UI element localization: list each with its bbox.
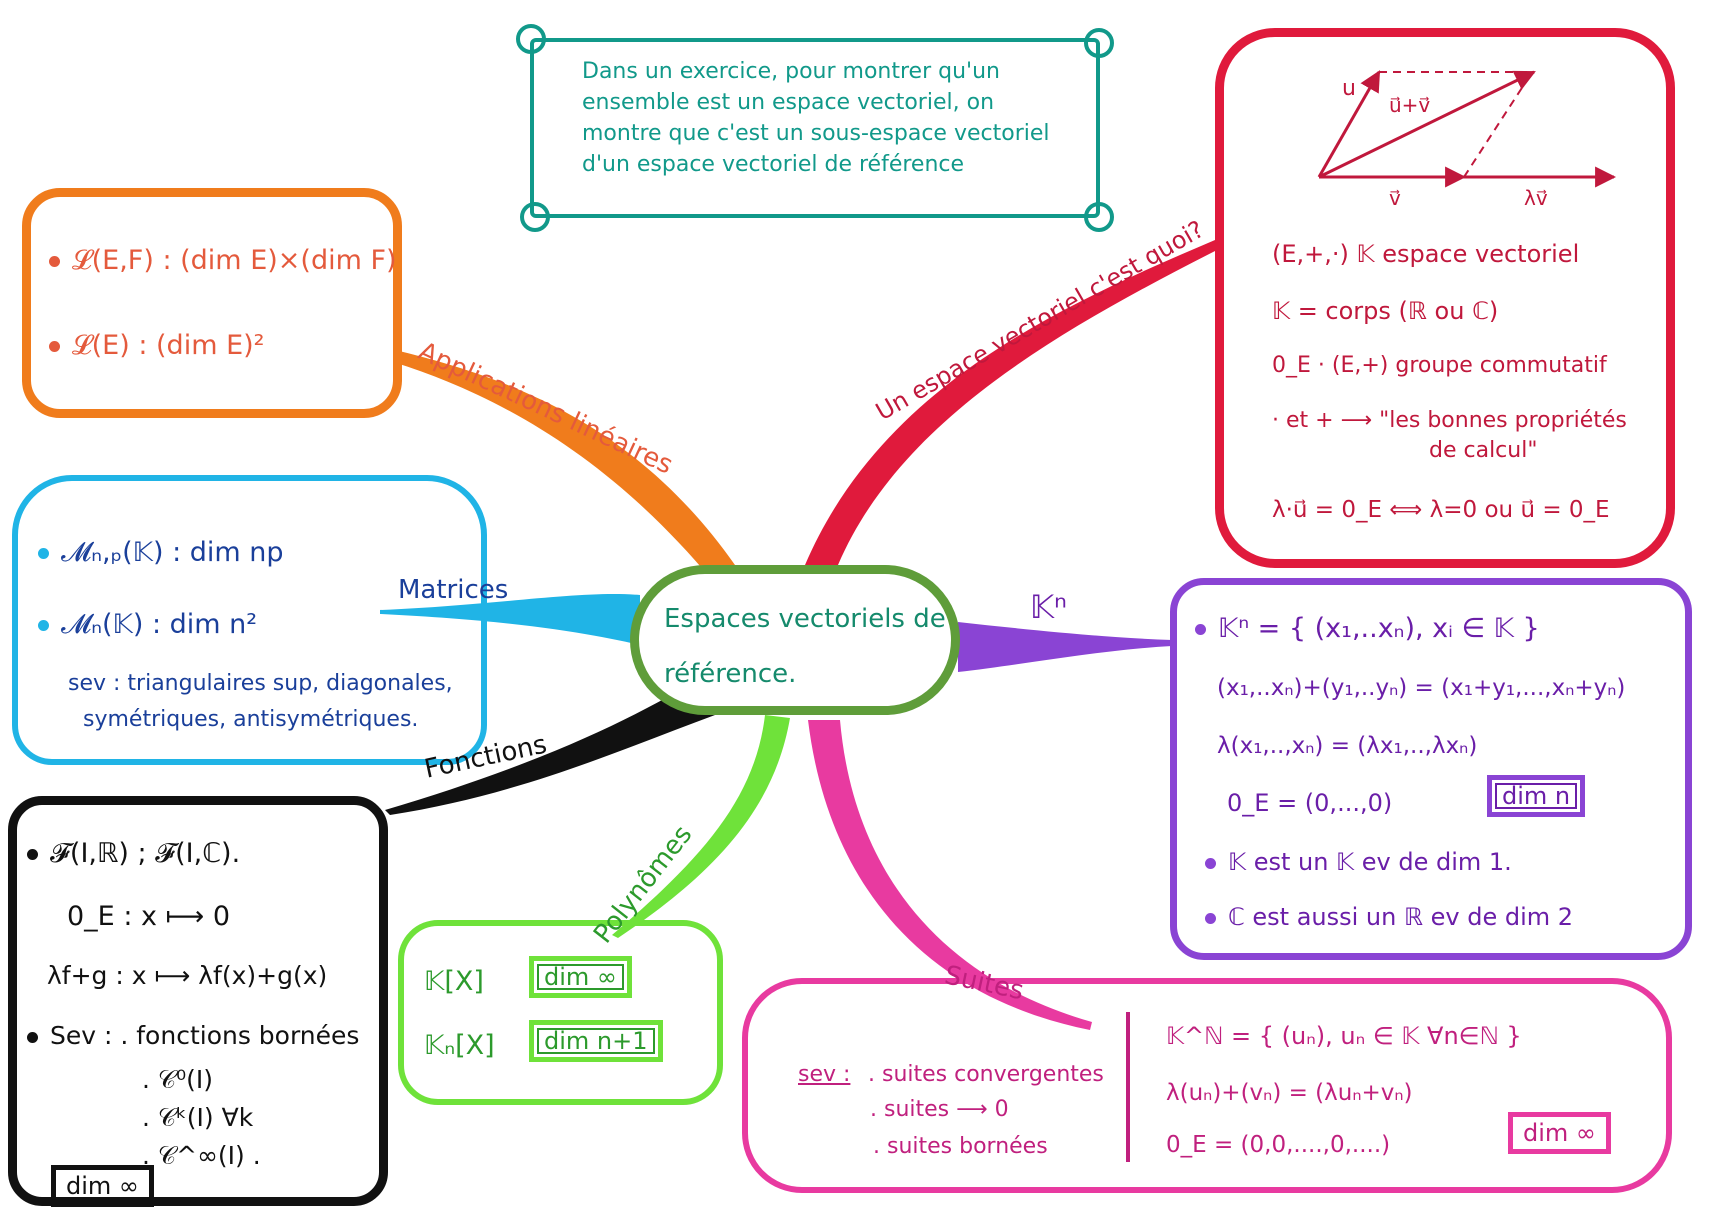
fonctions-line: . 𝒞⁰(I) [142, 1065, 214, 1094]
applications-box: 𝓛(E,F) : (dim E)×(dim F) 𝓛(E) : (dim E)² [22, 188, 402, 418]
vector-u-label: u [1342, 76, 1356, 101]
definition-line: (E,+,·) 𝕂 espace vectoriel [1272, 240, 1580, 268]
definition-line: 0_E · (E,+) groupe commutatif [1272, 353, 1607, 378]
fonctions-line: . 𝒞^∞(I) . [142, 1141, 261, 1170]
suites-line: 0_E = (0,0,....,0,....) [1166, 1132, 1391, 1158]
matrices-box: 𝓜ₙ,ₚ(𝕂) : dim np 𝓜ₙ(𝕂) : dim n² sev : tr… [12, 475, 487, 765]
definition-box: u u⃗+v⃗ v⃗ λv⃗ (E,+,·) 𝕂 espace vectorie… [1215, 28, 1675, 568]
kn-line: 0_E = (0,...,0) [1227, 789, 1393, 817]
suites-sev-item: . suites bornées [873, 1134, 1048, 1159]
fonctions-box: 𝓕(I,ℝ) ; 𝓕(I,ℂ). 0_E : x ⟼ 0 λf+g : x ⟼ … [8, 796, 388, 1207]
suites-sev-item: . suites ⟶ 0 [870, 1097, 1009, 1122]
central-topic-line1: Espaces vectoriels de [664, 604, 946, 634]
definition-line: λ·u⃗ = 0_E ⟺ λ=0 ou u⃗ = 0_E [1272, 497, 1610, 523]
polynomes-dim-badge: dim ∞ [529, 956, 632, 998]
note-text: Dans un exercice, pour montrer qu'un ens… [582, 59, 1050, 177]
kn-line: 𝕂 est un 𝕂 ev de dim 1. [1205, 850, 1512, 874]
branch-suites [808, 720, 1092, 1030]
matrices-item: 𝓜ₙ(𝕂) : dim n² [38, 611, 257, 638]
matrices-item: 𝓜ₙ,ₚ(𝕂) : dim np [38, 539, 284, 566]
fonctions-line: Sev : . fonctions bornées [27, 1023, 359, 1048]
scroll-curl-icon [1084, 202, 1114, 232]
suites-box: sev : . suites convergentes . suites ⟶ 0… [742, 978, 1672, 1193]
branch-kn [958, 622, 1172, 672]
kn-line: λ(x₁,..,xₙ) = (λx₁,..,λxₙ) [1217, 733, 1478, 759]
fonctions-line: 𝓕(I,ℝ) ; 𝓕(I,ℂ). [27, 840, 240, 867]
branch-label-kn: 𝕂ⁿ [1030, 588, 1067, 626]
central-topic: Espaces vectoriels de référence. [630, 565, 960, 715]
suites-line: λ(uₙ)+(vₙ) = (λuₙ+vₙ) [1166, 1080, 1413, 1106]
polynomes-dim-badge: dim n+1 [529, 1020, 663, 1062]
suites-sev-item: . suites convergentes [868, 1062, 1104, 1087]
kn-line: (x₁,..xₙ)+(y₁,..yₙ) = (x₁+y₁,...,xₙ+yₙ) [1217, 675, 1626, 701]
fonctions-line: λf+g : x ⟼ λf(x)+g(x) [47, 961, 328, 990]
definition-line: de calcul" [1429, 438, 1538, 463]
vector-lv-label: λv⃗ [1524, 186, 1548, 210]
kn-dim-badge: dim n [1487, 775, 1586, 817]
vector-diagram: u u⃗+v⃗ v⃗ λv⃗ [1317, 70, 1617, 210]
vector-u-arrow [1317, 70, 1381, 178]
fonctions-dim-badge: dim ∞ [51, 1165, 154, 1207]
vector-v-label: v⃗ [1389, 186, 1401, 210]
matrices-sev: sev : triangulaires sup, diagonales, [68, 671, 453, 696]
central-topic-line2: référence. [664, 659, 797, 689]
vector-sum-label: u⃗+v⃗ [1389, 93, 1430, 117]
scroll-curl-icon [516, 24, 546, 54]
branch-definition [805, 240, 1217, 565]
branch-applications [393, 350, 735, 580]
suites-dim-badge: dim ∞ [1508, 1112, 1611, 1154]
applications-item: 𝓛(E) : (dim E)² [49, 332, 265, 359]
kn-box: 𝕂ⁿ = { (x₁,..xₙ), xᵢ ∈ 𝕂 } (x₁,..xₙ)+(y₁… [1170, 578, 1692, 960]
polynomes-box: 𝕂[X] dim ∞ 𝕂ₙ[X] dim n+1 [398, 920, 723, 1105]
vector-sum-arrow [1318, 70, 1536, 179]
suites-sev-label: sev : [798, 1062, 851, 1087]
definition-line: · et + ⟶ "les bonnes propriétés [1272, 408, 1627, 433]
fonctions-line: . 𝒞ᵏ(I) ∀k [142, 1103, 254, 1132]
guide-dash [1463, 76, 1530, 178]
matrices-sev-2: symétriques, antisymétriques. [83, 707, 419, 732]
suites-line: 𝕂^ℕ = { (uₙ), uₙ ∈ 𝕂 ∀n∈ℕ } [1166, 1022, 1522, 1050]
branch-label-matrices: Matrices [398, 575, 509, 605]
kn-line: 𝕂ⁿ = { (x₁,..xₙ), xᵢ ∈ 𝕂 } [1195, 615, 1540, 642]
branch-fonctions [385, 690, 715, 815]
suites-divider [1126, 1012, 1130, 1162]
polynomes-space: 𝕂[X] [424, 966, 484, 997]
scroll-curl-icon [520, 202, 550, 232]
note-scroll: Dans un exercice, pour montrer qu'un ens… [516, 24, 1114, 232]
fonctions-line: 0_E : x ⟼ 0 [67, 901, 231, 932]
kn-line: ℂ est aussi un ℝ ev de dim 2 [1205, 905, 1573, 929]
branch-polynomes [612, 715, 790, 938]
polynomes-space: 𝕂ₙ[X] [424, 1030, 495, 1061]
definition-line: 𝕂 = corps (ℝ ou ℂ) [1272, 297, 1499, 325]
scroll-curl-icon [1084, 28, 1114, 58]
applications-item: 𝓛(E,F) : (dim E)×(dim F) [49, 247, 397, 274]
branch-matrices [380, 593, 640, 645]
